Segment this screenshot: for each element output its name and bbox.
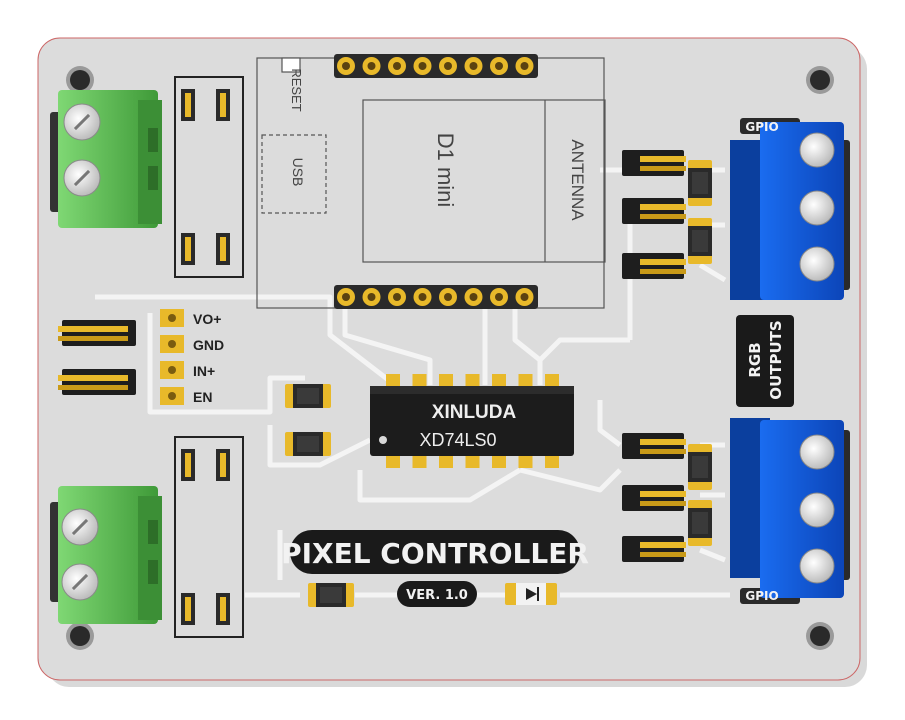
smd-resistor-icon xyxy=(688,444,712,490)
ic-legs xyxy=(386,374,559,468)
module-header-pin xyxy=(490,57,508,75)
pad-block-top xyxy=(174,76,244,278)
rgb-label: RGB xyxy=(746,342,764,377)
mounting-hole-icon xyxy=(806,66,834,94)
pin-header-icon xyxy=(622,536,686,562)
board-title: PIXEL CONTROLLER xyxy=(281,537,589,570)
smd-resistor-icon xyxy=(688,500,712,546)
ic-leg xyxy=(465,454,480,468)
ic-leg xyxy=(545,374,559,388)
pad-block-bottom xyxy=(174,436,244,638)
module-header-strip xyxy=(334,285,538,309)
pin-label-in: IN+ xyxy=(193,363,215,379)
pin-header-icon xyxy=(622,198,686,224)
gpio-bottom-label: GPIO xyxy=(745,589,778,603)
module-header-pin xyxy=(362,57,381,75)
output-resistors xyxy=(688,160,712,546)
screw-terminal-icon xyxy=(50,90,162,228)
module-header-pin xyxy=(413,57,432,75)
smd-resistor-icon xyxy=(285,432,331,456)
chip-brand: XINLUDA xyxy=(432,402,517,423)
pin-label-en: EN xyxy=(193,389,212,405)
pin-header-icon xyxy=(622,253,686,279)
ic-leg xyxy=(465,374,480,388)
ic-leg xyxy=(492,454,506,468)
pin-label-gnd: GND xyxy=(193,337,224,353)
ic-leg xyxy=(412,374,427,388)
gpio-top-label: GPIO xyxy=(745,120,778,134)
module-header-strip xyxy=(334,54,538,78)
screw-terminal-icon xyxy=(730,118,850,300)
usb-label: USB xyxy=(290,158,306,187)
ic-chip xyxy=(370,386,574,456)
ic-leg xyxy=(545,454,559,468)
mounting-hole-icon xyxy=(66,622,94,650)
ic-leg xyxy=(439,374,453,388)
board-version: VER. 1.0 xyxy=(406,588,468,603)
ic-leg xyxy=(518,454,533,468)
reset-label: RESET xyxy=(289,68,304,111)
pin-label-vo: VO+ xyxy=(193,311,221,327)
module-header-pin xyxy=(337,57,355,75)
module-name: D1 mini xyxy=(433,133,458,208)
module-header-pin xyxy=(337,288,355,306)
mounting-hole-icon xyxy=(806,622,834,650)
ic-leg xyxy=(386,454,400,468)
smd-resistor-icon xyxy=(285,384,331,408)
smd-resistor-icon xyxy=(688,218,712,264)
ic-leg xyxy=(518,374,533,388)
module-header-pin xyxy=(490,288,508,306)
module-header-pin xyxy=(413,288,432,306)
smd-resistor-icon xyxy=(688,160,712,206)
diode-icon xyxy=(505,583,557,605)
module-header-pin xyxy=(362,288,381,306)
module-header-pin xyxy=(515,288,534,306)
ic-leg xyxy=(492,374,506,388)
module-pin-header-top xyxy=(334,54,538,78)
smd-resistor-icon xyxy=(308,583,354,607)
output-pin-headers xyxy=(622,150,686,562)
chip-part: XD74LS0 xyxy=(419,430,496,450)
power-pin-pads xyxy=(160,309,184,405)
pcb-traces xyxy=(95,167,730,598)
module-header-pin xyxy=(515,57,534,75)
pin-header-icon xyxy=(622,433,686,459)
ic-leg xyxy=(439,454,453,468)
module-header-pin xyxy=(464,288,483,306)
module-header-pin xyxy=(464,57,483,75)
module-header-pin xyxy=(439,57,457,75)
screw-terminal-icon xyxy=(50,486,162,624)
outputs-label: OUTPUTS xyxy=(767,320,785,399)
mounting-hole-icon xyxy=(66,66,94,94)
ic-leg xyxy=(412,454,427,468)
module-header-pin xyxy=(388,288,406,306)
module-pin-header-bottom xyxy=(334,285,538,309)
version-plate xyxy=(397,581,477,607)
title-plate xyxy=(290,530,580,574)
ic-leg xyxy=(386,374,400,388)
screw-terminal-icon xyxy=(730,418,850,604)
pin-header-icon xyxy=(622,150,686,176)
rgb-outputs-plate xyxy=(736,315,794,407)
pin-header-icon xyxy=(58,320,136,346)
antenna-label: ANTENNA xyxy=(568,139,587,221)
pin-header-icon xyxy=(622,485,686,511)
module-header-pin xyxy=(388,57,406,75)
module-header-pin xyxy=(439,288,457,306)
pin-header-icon xyxy=(58,369,136,395)
